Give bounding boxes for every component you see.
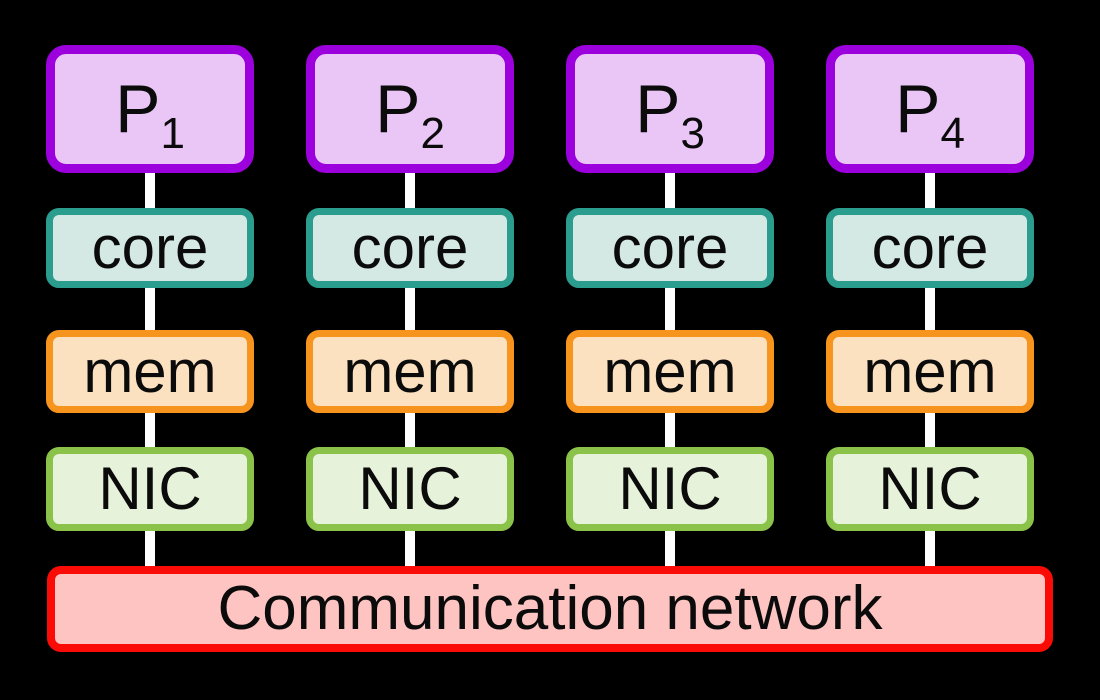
nic-box: NIC <box>46 447 254 531</box>
core-box: core <box>566 208 774 288</box>
network-box: Communication network <box>47 566 1053 652</box>
core-label: core <box>351 214 469 281</box>
processor-subscript: 1 <box>160 109 185 158</box>
processor-column-3: P3 core mem NIC <box>566 0 774 700</box>
mem-label: mem <box>343 337 477 405</box>
processor-subscript: 2 <box>420 109 445 158</box>
core-label: core <box>871 214 989 281</box>
processor-label: P1 <box>115 71 185 158</box>
processor-label: P2 <box>375 71 445 158</box>
mem-label: mem <box>603 337 737 405</box>
nic-label: NIC <box>358 455 462 522</box>
core-box: core <box>46 208 254 288</box>
mem-box: mem <box>306 330 514 413</box>
mem-box: mem <box>46 330 254 413</box>
processor-box: P1 <box>46 45 254 173</box>
processor-column-1: P1 core mem NIC <box>46 0 254 700</box>
nic-label: NIC <box>98 455 202 522</box>
mem-box: mem <box>826 330 1034 413</box>
processor-label: P4 <box>895 71 965 158</box>
core-label: core <box>91 214 209 281</box>
processor-column-2: P2 core mem NIC <box>306 0 514 700</box>
processor-box: P2 <box>306 45 514 173</box>
nic-label: NIC <box>878 455 982 522</box>
nic-box: NIC <box>566 447 774 531</box>
mem-box: mem <box>566 330 774 413</box>
nic-box: NIC <box>306 447 514 531</box>
processor-subscript: 3 <box>680 109 705 158</box>
mem-label: mem <box>863 337 997 405</box>
processor-column-4: P4 core mem NIC <box>826 0 1034 700</box>
nic-box: NIC <box>826 447 1034 531</box>
core-label: core <box>611 214 729 281</box>
processor-subscript: 4 <box>940 109 965 158</box>
processor-box: P3 <box>566 45 774 173</box>
core-box: core <box>306 208 514 288</box>
processor-box: P4 <box>826 45 1034 173</box>
processor-label: P3 <box>635 71 705 158</box>
network-label: Communication network <box>217 574 883 643</box>
core-box: core <box>826 208 1034 288</box>
nic-label: NIC <box>618 455 722 522</box>
mem-label: mem <box>83 337 217 405</box>
